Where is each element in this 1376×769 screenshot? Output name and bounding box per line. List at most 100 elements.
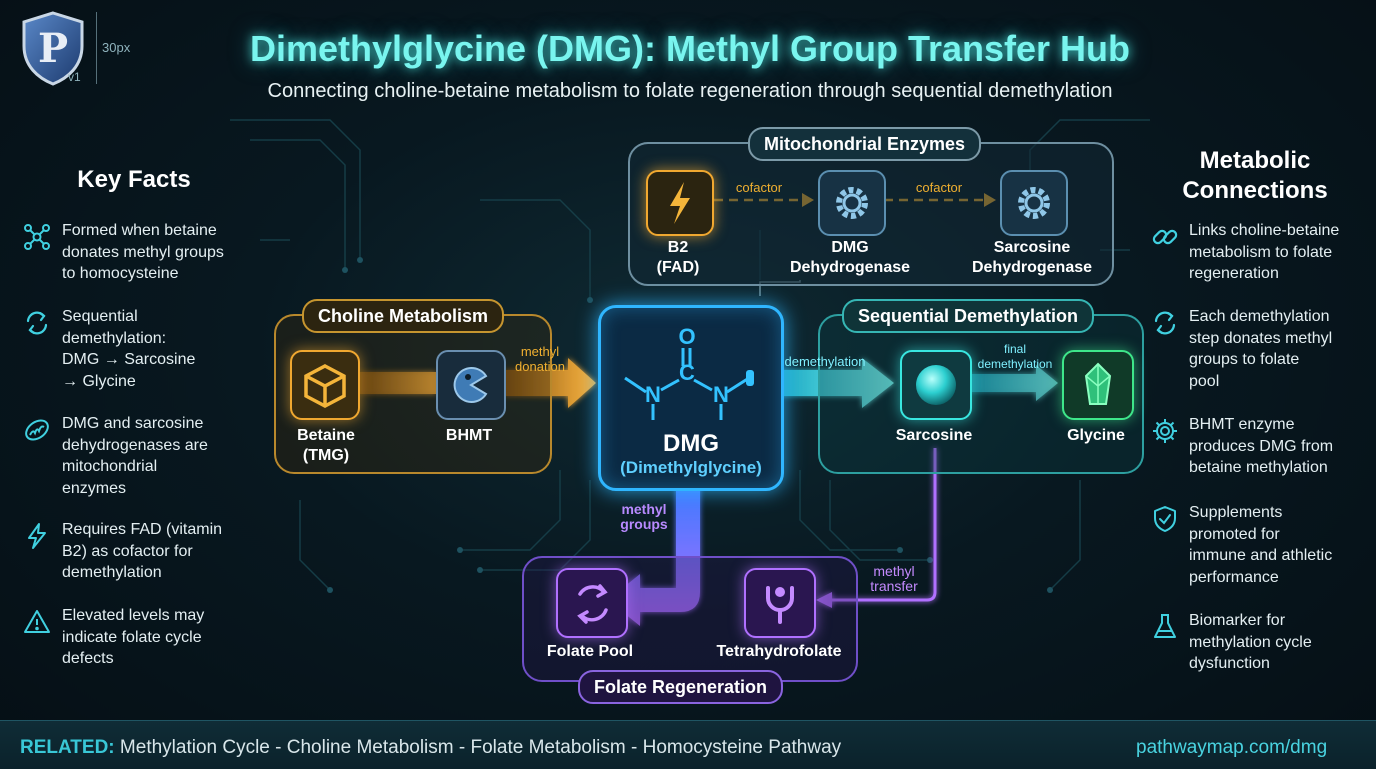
fact-line: dehydrogenases are: [62, 436, 208, 454]
final-demethylation-arrow: [968, 365, 1058, 401]
cofactor-label-2: cofactor: [915, 180, 963, 195]
fact-line: Biomarker for: [1189, 612, 1286, 629]
fad-label: (FAD): [656, 259, 700, 276]
methyl-donation-line-2: donation: [515, 359, 565, 374]
fact-line: Elevated levels may: [62, 607, 205, 624]
fact-line: enzymes: [62, 479, 127, 497]
b2-fad-node[interactable]: [646, 170, 714, 236]
lightning-icon: [22, 521, 52, 551]
metabolic-heading-line-1: Metabolic: [1199, 147, 1311, 174]
logo-letter: P: [38, 25, 68, 72]
sphere-icon: [916, 365, 956, 405]
fact-line: DMG and sarcosine: [62, 415, 204, 432]
methyl-donation-line-1: methyl: [520, 344, 560, 359]
fact-line: betaine methylation: [1189, 459, 1328, 476]
recycle-icon: [577, 584, 608, 624]
logo-version: v1: [68, 70, 81, 84]
fact-line: mitochondrial: [62, 458, 158, 475]
methyl-groups-line-1: methyl: [621, 501, 667, 517]
fact-line: demethylation:: [62, 329, 167, 347]
bhmt-node[interactable]: [436, 350, 506, 420]
fact-line: Supplements: [1189, 504, 1283, 521]
methyl-groups-arrow: [608, 484, 700, 626]
sequential-demethylation-label: Sequential Demethylation: [842, 299, 1095, 333]
mitochondrial-enzymes-label: Mitochondrial Enzymes: [748, 127, 982, 161]
fact-line: to homocysteine: [62, 265, 179, 282]
fact-item: Links choline-betaine metabolism to folat…: [1189, 220, 1369, 285]
fact-item: Elevated levels may indicate folate cycle…: [62, 605, 258, 670]
demethylation-label: demethylation: [784, 354, 866, 369]
dmg-dh-line-1: DMG: [831, 239, 869, 256]
dmg-dh-line-2: Dehydrogenase: [789, 259, 911, 276]
fact-line: promoted for: [1189, 525, 1280, 543]
tetrahydrofolate-node[interactable]: [744, 568, 816, 638]
sarcosine-node[interactable]: [900, 350, 972, 420]
related-links: RELATED: Methylation Cycle - Choline Met…: [20, 737, 841, 759]
atom-nitrogen-2: N: [713, 382, 729, 407]
betaine-line-2: (TMG): [302, 447, 350, 464]
dmg-dehydrogenase-node[interactable]: [818, 170, 886, 236]
lightning-icon: [670, 182, 690, 224]
network-icon: [22, 222, 52, 252]
atom-nitrogen-1: N: [645, 382, 661, 407]
methyl-donation-label: methyl donation: [508, 344, 572, 374]
atom-oxygen: O: [678, 324, 695, 349]
fact-line: indicate folate cycle: [62, 628, 202, 646]
fact-line: produces DMG from: [1189, 437, 1334, 455]
betaine-node[interactable]: [290, 350, 360, 420]
fact-line: immune and athletic: [1189, 547, 1333, 564]
fact-line: performance: [1189, 568, 1279, 586]
final-demethylation-line-2: demethylation: [977, 357, 1053, 371]
folate-regeneration-label: Folate Regeneration: [578, 670, 784, 704]
footer-url[interactable]: pathwaymap.com/dmg: [1136, 737, 1328, 758]
fact-line: Each demethylation: [1189, 308, 1330, 325]
tetrahydrofolate-label: Tetrahydrofolate: [716, 643, 842, 660]
glycine-node[interactable]: [1062, 350, 1134, 420]
dmg-central-node[interactable]: O C N N DMG (Dimethylglycine): [598, 305, 784, 491]
final-demethylation-line-1: final: [1003, 342, 1026, 356]
sarc-dh-line-2: Dehydrogenase: [971, 259, 1093, 276]
atom-carbon: C: [679, 360, 695, 385]
fact-line: pool: [1189, 372, 1220, 390]
receptor-icon: [766, 586, 794, 624]
methyl-transfer-line-2: transfer: [870, 578, 918, 594]
fact-item: Each demethylation step donates methyl gro…: [1189, 306, 1369, 392]
related-text[interactable]: Methylation Cycle - Choline Metabolism -…: [114, 737, 842, 758]
choline-metabolism-label: Choline Metabolism: [302, 299, 505, 333]
gear-icon: [1150, 416, 1180, 446]
fact-line: metabolism to folate: [1189, 243, 1333, 261]
logo-size-label: 30px: [102, 40, 131, 55]
metabolic-connections-heading: Metabolic Connections: [1150, 146, 1360, 206]
fact-line: step donates methyl: [1189, 329, 1333, 347]
folate-pool-node[interactable]: [556, 568, 628, 638]
betaine-label: Betaine (TMG): [276, 426, 376, 466]
fact-line: dysfunction: [1189, 655, 1270, 672]
dmg-full-name: (Dimethylglycine): [620, 458, 762, 477]
cube-icon: [304, 364, 346, 408]
methyl-transfer-arrow: [816, 448, 937, 608]
crystal-icon: [1084, 362, 1112, 405]
logo: P: [18, 10, 88, 86]
fact-line: defects: [62, 650, 114, 667]
page-subtitle: Connecting choline-betaine metabolism to…: [267, 80, 1113, 102]
shield-check-icon: [1150, 504, 1180, 534]
dmg-molecule-icon: O C N N: [624, 324, 754, 420]
metabolic-heading-line-2: Connections: [1182, 177, 1328, 204]
fact-item: DMG and sarcosine dehydrogenases are mitoc…: [62, 413, 258, 499]
bhmt-label: BHMT: [445, 427, 493, 444]
fact-line: groups to folate: [1189, 351, 1300, 368]
warning-icon: [22, 607, 52, 637]
fact-line: regeneration: [1189, 265, 1279, 282]
betaine-line-1: Betaine: [297, 427, 355, 444]
demethylation-arrow: [778, 358, 894, 408]
flask-icon: [1150, 612, 1180, 642]
sarcosine-dehydrogenase-node[interactable]: [1000, 170, 1068, 236]
dmg-name: DMG: [663, 430, 719, 457]
page-title: Dimethylglycine (DMG): Methyl Group Tran…: [249, 28, 1131, 69]
key-facts-heading: Key Facts: [77, 166, 191, 193]
fact-line: Links choline-betaine: [1189, 222, 1340, 239]
enzyme-pacman-icon: [453, 366, 488, 403]
sarcosine-dehydrogenase-label: Sarcosine Dehydrogenase: [950, 238, 1114, 278]
